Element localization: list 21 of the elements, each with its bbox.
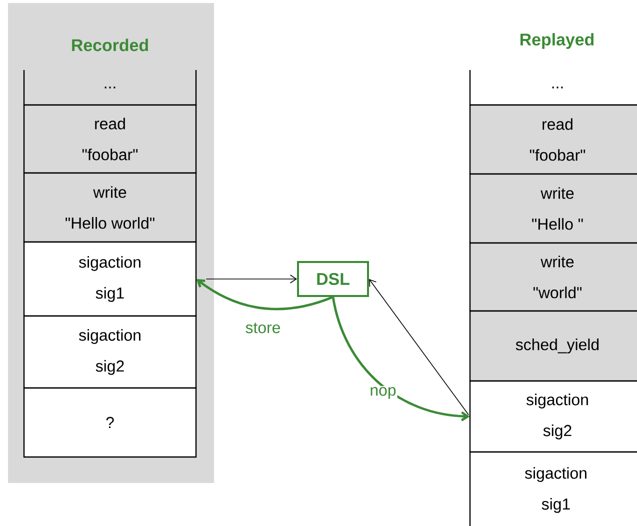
stack-cell: sigaction sig1	[469, 451, 637, 526]
column-title: Replayed	[520, 33, 594, 49]
stack-cell: sigaction sig2	[469, 380, 637, 453]
edge-label: store	[244, 322, 282, 334]
arrow	[369, 278, 470, 416]
arrow	[196, 278, 334, 310]
edge-label: nop	[368, 386, 398, 400]
stack-cell: ...	[23, 70, 197, 106]
stack-cell: ?	[23, 387, 197, 458]
stack-cell: ...	[469, 70, 637, 106]
stack-cell: write "Hello "	[469, 173, 637, 244]
stack-cell: read "foobar"	[469, 104, 637, 175]
stack-cell: read "foobar"	[23, 104, 197, 174]
stack-cell: sigaction sig1	[23, 241, 197, 317]
arrow	[206, 274, 297, 284]
stack-cell: write "world"	[469, 242, 637, 312]
stack-cell: sigaction sig2	[23, 315, 197, 389]
arrow	[332, 296, 470, 422]
stack-cell: sched_yield	[469, 310, 637, 382]
stack-cell: write "Hello world"	[23, 172, 197, 243]
dsl-box: DSL	[297, 260, 369, 297]
